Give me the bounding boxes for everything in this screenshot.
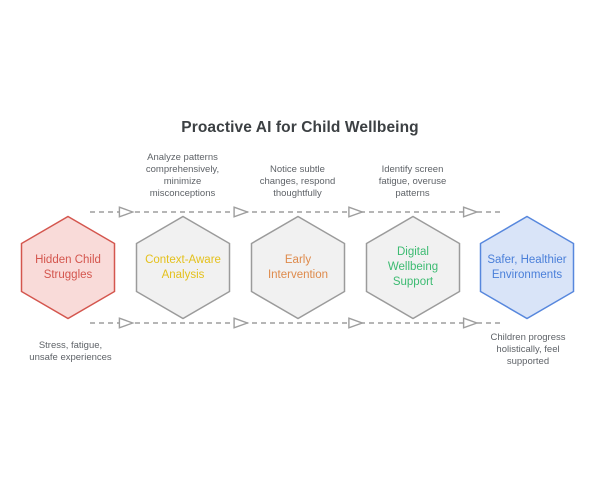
hexagon-early-intervention: Early Intervention [250, 215, 346, 320]
page-title: Proactive AI for Child Wellbeing [181, 119, 419, 136]
note-hidden-child-struggles: Stress, fatigue, unsafe experiences [29, 340, 112, 363]
hexagon-shape [365, 215, 461, 320]
arrowhead-icon [233, 206, 250, 218]
hexagon-label: Early Intervention [267, 253, 329, 281]
arrowhead-icon [462, 317, 479, 329]
arrowhead-icon [462, 206, 479, 218]
hexagon-shape [20, 215, 116, 320]
hexagon-digital-wellbeing-support: Digital Wellbeing Support [365, 215, 461, 320]
hexagon-label: Hidden Child Struggles [35, 253, 101, 281]
note-digital-wellbeing-support: Identify screen fatigue, overuse pattern… [378, 164, 447, 199]
hexagon-shape [479, 215, 575, 320]
hexagon-hidden-child-struggles: Hidden Child Struggles [20, 215, 116, 320]
hexagon-label: Digital Wellbeing Support [387, 246, 439, 288]
hexagon-label: Safer, Healthier Environments [487, 253, 567, 281]
arrowhead-icon [348, 317, 365, 329]
arrowhead-icon [233, 317, 250, 329]
arrowhead-icon [118, 317, 135, 329]
hexagon-context-aware-analysis: Context-Aware Analysis [135, 215, 231, 320]
arrowhead-icon [348, 206, 365, 218]
note-context-aware-analysis: Analyze patterns comprehensively, minimi… [145, 152, 220, 199]
note-early-intervention: Notice subtle changes, respond thoughtfu… [259, 164, 336, 199]
hexagon-safer-healthier-environments: Safer, Healthier Environments [479, 215, 575, 320]
hexagon-label: Context-Aware Analysis [145, 253, 221, 281]
note-safer-healthier-environments: Children progress holistically, feel sup… [490, 332, 566, 367]
arrowhead-icon [118, 206, 135, 218]
hexagon-shape [250, 215, 346, 320]
hexagon-shape [135, 215, 231, 320]
